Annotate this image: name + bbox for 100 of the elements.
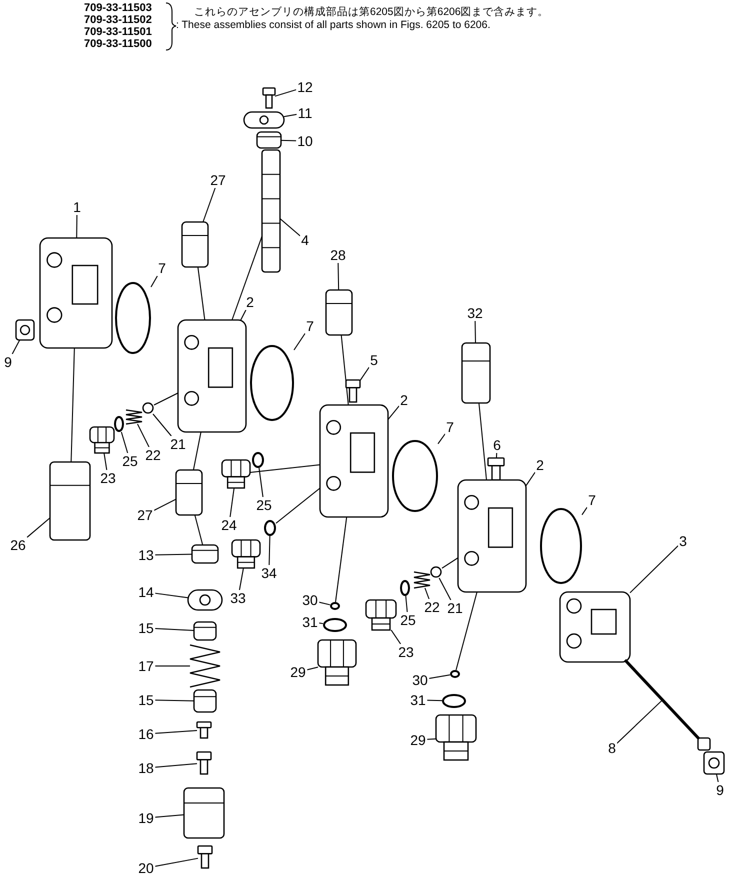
leader-line bbox=[153, 498, 176, 511]
callout-number: 3 bbox=[678, 533, 688, 549]
callout-number: 19 bbox=[137, 810, 155, 826]
valve-cartridge-drawing bbox=[49, 461, 91, 541]
o-ring-drawing bbox=[252, 452, 264, 468]
callout-number: 17 bbox=[137, 658, 155, 674]
leader-line bbox=[424, 588, 430, 600]
leader-line bbox=[150, 276, 158, 288]
leader-line bbox=[390, 630, 402, 644]
valve-section-drawing bbox=[457, 479, 527, 593]
o-ring-drawing bbox=[450, 670, 460, 678]
callout-number: 2 bbox=[535, 457, 545, 473]
assembly-line bbox=[478, 402, 487, 480]
callout-number: 14 bbox=[137, 584, 155, 600]
callout-number: 12 bbox=[296, 79, 314, 95]
callout-number: 20 bbox=[137, 860, 155, 876]
end-cover-drawing bbox=[559, 591, 631, 663]
callout-number: 6 bbox=[492, 437, 502, 453]
callout-number: 32 bbox=[466, 305, 484, 321]
callout-number: 27 bbox=[136, 507, 154, 523]
nut-drawing bbox=[15, 319, 35, 341]
plug-drawing bbox=[365, 599, 397, 631]
bolt-drawing bbox=[196, 751, 212, 775]
leader-line bbox=[274, 89, 297, 97]
callout-number: 21 bbox=[169, 436, 187, 452]
callout-number: 1 bbox=[72, 199, 82, 215]
leader-line bbox=[474, 320, 476, 344]
o-ring-drawing bbox=[540, 508, 582, 584]
leader-line bbox=[154, 763, 198, 768]
o-ring-drawing bbox=[250, 345, 294, 421]
tie-rod-drawing bbox=[624, 658, 711, 751]
callout-number: 23 bbox=[397, 644, 415, 660]
leader-line bbox=[280, 140, 297, 142]
leader-line bbox=[137, 424, 150, 448]
callout-number: 4 bbox=[300, 232, 310, 248]
leader-line bbox=[338, 262, 340, 290]
part-number: 709-33-11500 bbox=[84, 38, 152, 50]
o-ring-drawing bbox=[400, 580, 410, 596]
note-text: : These assemblies consist of all parts shown in Figs. 6205 to 6206. bbox=[176, 19, 490, 31]
assembly-line bbox=[250, 464, 320, 473]
callout-number: 30 bbox=[411, 672, 429, 688]
cap-drawing bbox=[191, 544, 219, 564]
assembly-line bbox=[70, 348, 75, 462]
callout-number: 29 bbox=[409, 732, 427, 748]
callout-number: 10 bbox=[296, 133, 314, 149]
o-ring-drawing bbox=[115, 282, 151, 354]
leader-line bbox=[438, 433, 446, 444]
leader-line bbox=[630, 545, 679, 594]
callout-number: 29 bbox=[289, 664, 307, 680]
callout-number: 30 bbox=[301, 592, 319, 608]
callout-number: 15 bbox=[137, 692, 155, 708]
leader-line bbox=[716, 774, 719, 782]
nut-drawing bbox=[703, 751, 725, 775]
callout-number: 7 bbox=[157, 260, 167, 276]
leader-line bbox=[154, 730, 198, 734]
o-ring-drawing bbox=[264, 520, 276, 536]
leader-line bbox=[258, 468, 264, 498]
part-number: 709-33-11502 bbox=[84, 14, 152, 26]
callout-number: 15 bbox=[137, 620, 155, 636]
block-drawing bbox=[183, 787, 225, 839]
o-ring-drawing bbox=[442, 694, 466, 708]
spring-drawing bbox=[189, 644, 221, 688]
plug-drawing bbox=[89, 426, 115, 454]
ball-drawing bbox=[142, 402, 154, 414]
spool-drawing bbox=[261, 149, 281, 273]
callout-number: 2 bbox=[399, 392, 409, 408]
callout-number: 7 bbox=[587, 492, 597, 508]
cap-drawing bbox=[193, 621, 217, 641]
callout-number: 21 bbox=[446, 600, 464, 616]
assembly-line bbox=[456, 592, 478, 670]
callout-number: 33 bbox=[229, 590, 247, 606]
callout-number: 11 bbox=[296, 105, 314, 121]
o-ring-drawing bbox=[392, 440, 438, 512]
leader-line bbox=[154, 858, 198, 867]
part-number: 709-33-11503 bbox=[84, 2, 152, 14]
callout-number: 7 bbox=[445, 419, 455, 435]
part-number: 709-33-11501 bbox=[84, 26, 152, 38]
leader-line bbox=[154, 628, 194, 631]
valve-cartridge-drawing bbox=[461, 342, 491, 404]
leader-line bbox=[496, 452, 498, 458]
leader-line bbox=[426, 738, 436, 740]
leader-line bbox=[104, 452, 108, 470]
plug-drawing bbox=[435, 714, 477, 761]
callout-number: 7 bbox=[305, 318, 315, 334]
flange-plate-drawing bbox=[187, 589, 223, 611]
leader-line bbox=[230, 488, 235, 518]
leader-line bbox=[26, 517, 50, 538]
bolt-drawing bbox=[262, 87, 276, 109]
callout-number: 8 bbox=[607, 740, 617, 756]
leader-line bbox=[426, 700, 442, 702]
assembly-line bbox=[276, 488, 320, 524]
spring-drawing bbox=[125, 409, 143, 425]
valve-section-drawing bbox=[39, 237, 113, 349]
leader-line bbox=[438, 578, 452, 600]
leader-line bbox=[405, 596, 408, 612]
leader-line bbox=[120, 432, 128, 454]
leader-line bbox=[240, 310, 246, 320]
leader-line bbox=[318, 602, 330, 606]
callout-number: 22 bbox=[423, 599, 441, 615]
assembly-line bbox=[154, 392, 178, 406]
